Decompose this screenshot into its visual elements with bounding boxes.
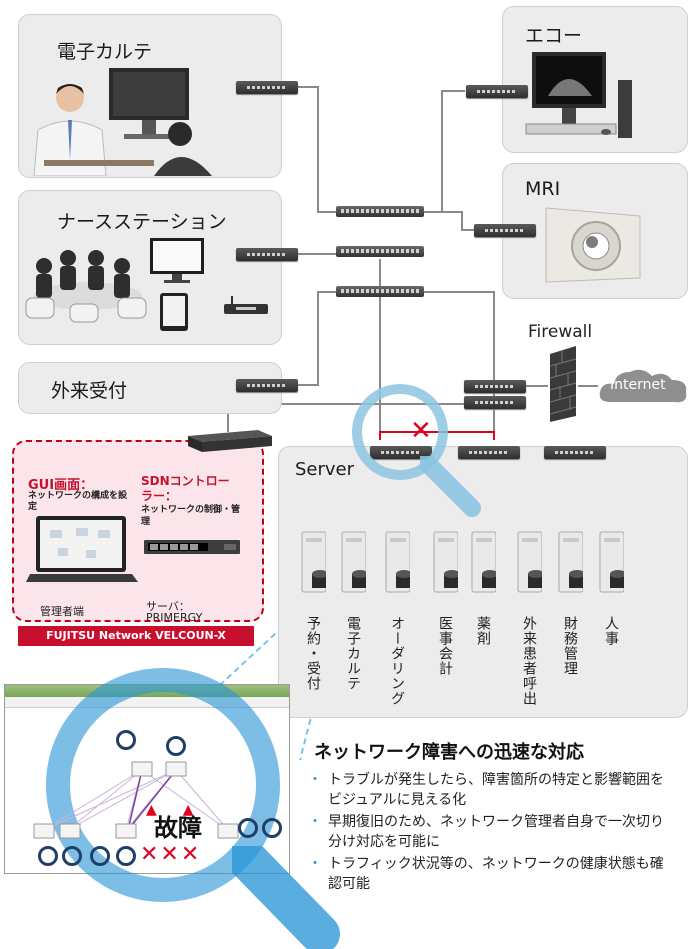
server-label-6: 外来患者呼出 — [521, 616, 537, 706]
switch-echo — [466, 85, 528, 98]
server-icon — [385, 531, 410, 593]
tablet-icon — [160, 293, 188, 331]
status-ring — [90, 846, 110, 866]
brand-label: FUJITSU Network VELCOUN-X — [46, 629, 226, 642]
server-icon — [599, 531, 624, 593]
core-switch-3 — [336, 286, 424, 297]
feature-item: トラブルが発生したら、障害箇所の特定と影響範囲をビジュアルに見える化 — [306, 770, 666, 810]
failure-label: 故障 — [154, 814, 202, 842]
core-switch-1 — [336, 206, 424, 217]
server-label-1: 予約・受付 — [305, 616, 321, 691]
firewall-label: Firewall — [528, 322, 593, 342]
status-ring — [238, 818, 258, 838]
server-model: PRIMERGY — [146, 612, 203, 621]
failure-mark-icon: ✕✕✕ — [140, 842, 202, 867]
sdn-desc: ネットワークの制御・管理 — [141, 505, 241, 527]
server-icon — [471, 531, 496, 593]
switch-distribution — [464, 396, 526, 409]
server-icon — [558, 531, 583, 593]
server-icon — [433, 531, 458, 593]
switch-outpatient — [236, 379, 298, 392]
heading: ネットワーク障害への迅速な対応 — [314, 742, 584, 763]
magnifier-top-ring — [352, 384, 448, 480]
admin-terminal-label: 管理者端 — [40, 605, 84, 618]
panel-title: 外来受付 — [51, 380, 128, 402]
panel-title: MRI — [525, 178, 561, 200]
magnifier-top-handle — [420, 456, 481, 517]
velcoun-brand-bar: FUJITSU Network VELCOUN-X — [18, 626, 254, 646]
status-ring — [166, 736, 186, 756]
switch-emr — [236, 81, 298, 94]
server-label-4: 医事会計 — [437, 616, 453, 676]
switch-server-2 — [458, 446, 520, 459]
internet-cloud-icon — [599, 369, 687, 403]
switch-firewall — [464, 380, 526, 393]
router-icon — [224, 296, 268, 314]
server-icon — [517, 531, 542, 593]
sdn-title: SDNコントローラー： — [141, 474, 230, 503]
laptop-icon — [26, 516, 138, 582]
server-label: サーバ： — [146, 600, 190, 613]
ultrasound-machine-icon — [525, 52, 632, 138]
panel-title: エコー — [525, 25, 583, 47]
switch-nurse — [236, 248, 298, 261]
feature-item: トラフィック状況等の、ネットワークの健康状態も確認可能 — [306, 854, 666, 894]
panel-title: Server — [295, 459, 355, 480]
gui-desc: ネットワークの構成を設定 — [28, 491, 128, 512]
switch-server-3 — [544, 446, 606, 459]
server-icon — [341, 531, 366, 593]
server-label-5: 薬剤 — [475, 616, 491, 646]
core-switch-2 — [336, 246, 424, 257]
rack-server-icon — [144, 540, 240, 554]
status-ring — [116, 730, 136, 750]
topology-lines — [33, 761, 239, 839]
panel-title: 電子カルテ — [57, 41, 153, 63]
gui-title: GUI画面： — [28, 478, 94, 493]
doctor-illustration — [33, 68, 212, 176]
pc-monitor-icon — [150, 238, 204, 283]
status-ring — [262, 818, 282, 838]
server-icon — [301, 531, 326, 593]
failure-arrows-icon: ▲▲ — [146, 802, 220, 818]
mri-scanner-icon — [545, 207, 641, 283]
firewall-icon — [549, 346, 577, 422]
status-ring — [38, 846, 58, 866]
server-label-2: 電子カルテ — [345, 616, 361, 691]
panel-title: ナースステーション — [57, 211, 227, 233]
velcoun-panel — [12, 440, 264, 622]
feature-item: 早期復旧のため、ネットワーク管理者自身で一次切り分け対応を可能に — [306, 812, 666, 852]
internet-label: Internet — [610, 377, 666, 393]
status-ring — [116, 846, 136, 866]
sdn-controller-server-icon — [188, 430, 272, 452]
meeting-people-illustration — [25, 250, 147, 323]
server-label-7: 財務管理 — [562, 616, 578, 676]
server-label-3: オーダリング — [389, 616, 405, 706]
magnifier-bottom-handle — [232, 846, 340, 949]
switch-mri — [474, 224, 536, 237]
status-ring — [62, 846, 82, 866]
server-label-8: 人事 — [603, 616, 619, 646]
feature-list: トラブルが発生したら、障害箇所の特定と影響範囲をビジュアルに見える化 早期復旧の… — [306, 770, 666, 896]
